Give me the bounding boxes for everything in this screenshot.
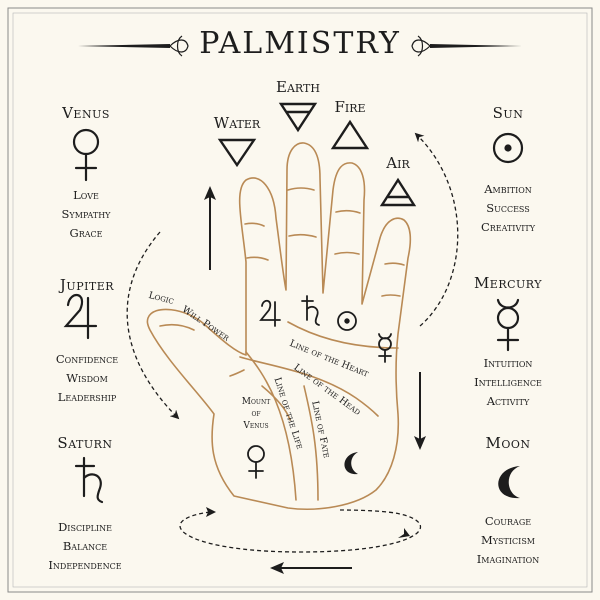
page-title: PALMISTRY	[199, 26, 401, 61]
moon-keyword: Imagination	[476, 552, 540, 566]
mercury-symbol-icon	[496, 298, 520, 352]
wrist-ellipse-arrowheads	[206, 507, 410, 538]
moon-name: Moon	[485, 434, 531, 452]
moon-keyword: Mysticism	[481, 533, 535, 547]
mount-word: Venus	[243, 421, 269, 431]
arrow-jupiter-to-palm	[126, 231, 180, 420]
sun-keyword: Success	[486, 201, 530, 215]
venus-keyword: Grace	[69, 226, 103, 240]
palm-mercury-icon	[378, 333, 392, 363]
mount-word: Mount	[241, 397, 271, 407]
venus-section: Venus Love Sympathy Grace	[26, 104, 146, 243]
saturn-keyword: Discipline	[58, 520, 112, 534]
element-label-earth: Earth	[276, 78, 320, 96]
mount-word: of	[251, 409, 261, 419]
sun-keyword: Creativity	[480, 220, 536, 234]
sun-name: Sun	[492, 104, 524, 122]
outer-frame	[7, 7, 593, 593]
jupiter-keyword: Leadership	[57, 390, 117, 404]
saturn-keyword: Balance	[62, 539, 108, 553]
sun-section: Sun Ambition Success Creativity	[448, 104, 568, 237]
right-title-ornament-icon	[411, 35, 522, 57]
saturn-keyword: Independence	[48, 558, 122, 572]
mercury-keyword: Intelligence	[474, 375, 542, 389]
venus-keyword: Love	[73, 188, 99, 202]
element-label-water: Water	[213, 114, 261, 132]
palm-sun-icon	[337, 311, 357, 331]
jupiter-symbol-icon	[63, 294, 98, 340]
earth-triangle-icon	[278, 102, 318, 133]
saturn-symbol-icon	[74, 456, 104, 504]
element-label-air: Air	[386, 154, 410, 172]
saturn-section: Saturn Discipline Balance Independence	[20, 434, 150, 575]
venus-keyword: Sympathy	[61, 207, 111, 221]
hand-outline	[146, 142, 412, 510]
element-label-fire: Fire	[334, 98, 366, 116]
left-title-ornament-icon	[78, 35, 189, 57]
arrow-wrist-ellipse	[179, 509, 421, 553]
moon-symbol-icon	[498, 466, 520, 499]
jupiter-name: Jupiter	[59, 276, 115, 294]
water-triangle-icon	[217, 138, 257, 168]
palm-jupiter-icon	[259, 299, 281, 327]
jupiter-keyword: Confidence	[55, 352, 119, 366]
moon-keyword: Courage	[484, 514, 532, 528]
mercury-keyword: Intuition	[483, 356, 533, 370]
fire-triangle-icon	[330, 119, 370, 150]
sun-symbol-icon	[492, 132, 524, 164]
air-triangle-icon	[379, 177, 417, 207]
mercury-keyword: Activity	[486, 394, 530, 408]
inner-frame	[12, 12, 588, 588]
jupiter-keyword: Wisdom	[66, 371, 108, 385]
moon-section: Moon Courage Mysticism Imagination	[448, 434, 568, 569]
palm-venus-icon	[247, 445, 265, 479]
palm-saturn-icon	[301, 295, 320, 326]
arrow-palm-to-sun	[414, 132, 459, 327]
venus-name: Venus	[62, 104, 110, 122]
sun-keyword: Ambition	[484, 182, 532, 196]
venus-symbol-icon	[72, 128, 100, 182]
mercury-name: Mercury	[473, 274, 543, 292]
mount-of-venus-label: Mount of Venus	[230, 396, 282, 432]
palm-moon-icon	[344, 452, 358, 475]
saturn-name: Saturn	[57, 434, 113, 452]
mercury-section: Mercury Intuition Intelligence Activity	[448, 274, 568, 411]
jupiter-section: Jupiter Confidence Wisdom Leadership	[22, 276, 152, 407]
